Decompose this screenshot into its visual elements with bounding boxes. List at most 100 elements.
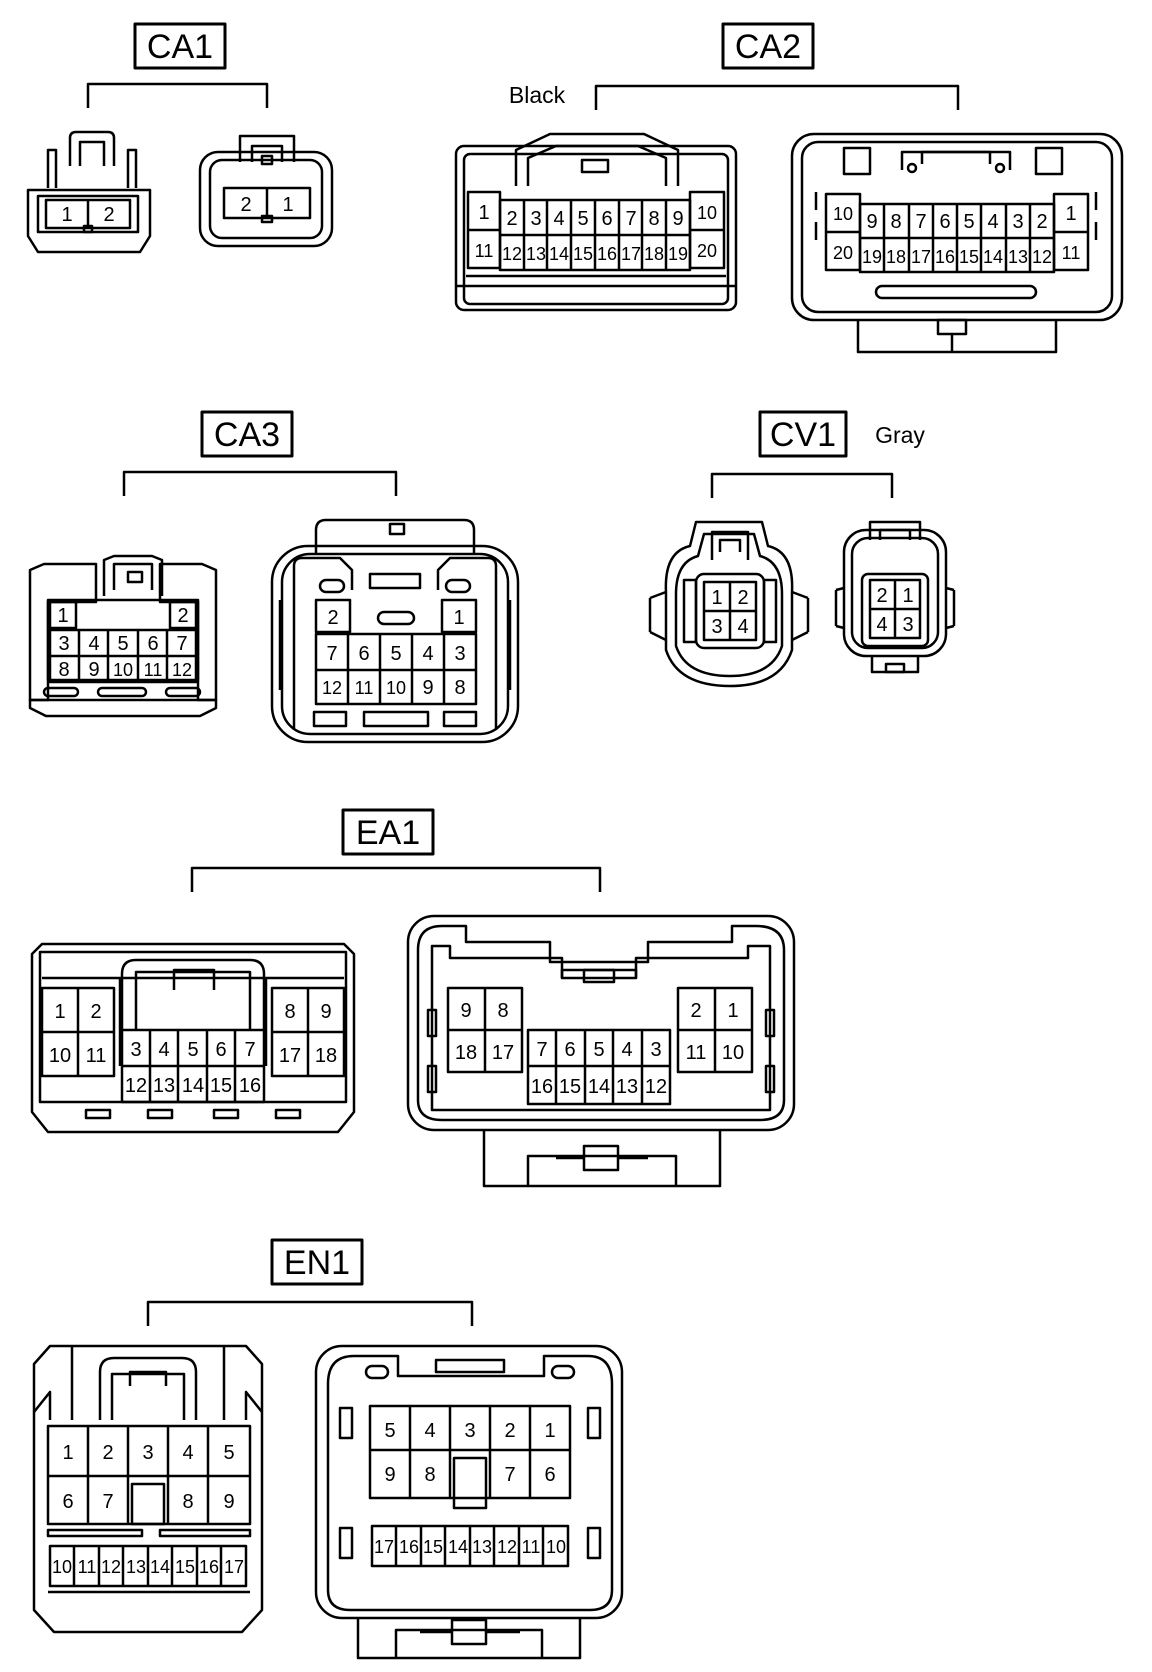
connector-cv1: CV1 Gray 1 2 3 4 — [648, 410, 956, 688]
pin-label: 1 — [61, 204, 72, 226]
connector-tag-box — [200, 410, 294, 458]
pin-label: 7 — [244, 1039, 255, 1061]
pin-label: 18 — [315, 1045, 337, 1067]
pin-label: 19 — [862, 247, 882, 267]
pin-label: 1 — [57, 605, 68, 627]
connector-tag-box — [270, 1238, 364, 1286]
female-connector: 2 1 — [198, 134, 334, 248]
pin-label: 9 — [384, 1464, 395, 1486]
pin-label: 11 — [522, 1537, 541, 1557]
pin-label: 11 — [355, 678, 374, 698]
pin-label: 8 — [284, 1001, 295, 1023]
pin-label: 4 — [424, 1420, 435, 1442]
pin-label: 2 — [876, 585, 887, 607]
male-connector: 1 2 3 4 5 6 7 8 9 10 11 12 13 14 15 16 1… — [32, 1344, 264, 1634]
pin-label: 11 — [78, 1557, 97, 1577]
pin-label: 13 — [126, 1557, 146, 1577]
pin-label: 8 — [424, 1464, 435, 1486]
pin-label: 10 — [52, 1557, 72, 1577]
pin-label: 1 — [544, 1420, 555, 1442]
pin-label: 16 — [399, 1537, 419, 1557]
pin-label: 7 — [102, 1491, 113, 1513]
female-connector: 5 4 3 2 1 9 8 7 6 17 16 15 14 13 12 11 1… — [314, 1344, 624, 1660]
pin-label: 5 — [223, 1442, 234, 1464]
pin-label: 18 — [886, 247, 906, 267]
pin-label: 10 — [697, 203, 717, 223]
pin-label: 4 — [737, 616, 748, 638]
pin-label: 2 — [177, 605, 188, 627]
pin-label: 2 — [506, 208, 517, 230]
pin-label: 14 — [983, 247, 1003, 267]
pin-label: 2 — [1036, 211, 1047, 233]
pin-label: 5 — [384, 1420, 395, 1442]
pin-label: 1 — [62, 1442, 73, 1464]
pin-label: 15 — [959, 247, 979, 267]
pin-label: 10 — [722, 1042, 744, 1064]
pin-label: 3 — [464, 1420, 475, 1442]
pin-label: 7 — [176, 633, 187, 655]
pin-label: 12 — [497, 1537, 517, 1557]
pin-label: 15 — [175, 1557, 195, 1577]
pin-label: 5 — [187, 1039, 198, 1061]
connector-tag-box — [758, 410, 848, 458]
pin-label: 2 — [90, 1001, 101, 1023]
pin-label: 2 — [504, 1420, 515, 1442]
male-connector: 1 2 3 4 — [648, 520, 810, 688]
connector-color-note: Black — [509, 82, 566, 108]
pin-label: 2 — [737, 587, 748, 609]
pin-label: 13 — [153, 1075, 175, 1097]
pin-label: 6 — [601, 208, 612, 230]
pin-label: 1 — [1065, 203, 1076, 225]
male-connector: 1 2 3 4 5 6 7 8 9 10 11 12 — [28, 554, 218, 718]
connector-tag: EA1 — [356, 814, 420, 852]
pin-label: 8 — [58, 659, 69, 681]
connector-en1: EN1 — [32, 1238, 624, 1660]
pin-label: 13 — [472, 1537, 492, 1557]
pin-label: 6 — [544, 1464, 555, 1486]
pin-label: 4 — [621, 1039, 632, 1061]
connector-ca2: CA2 Black 1 11 2 3 — [454, 22, 1124, 354]
pin-label: 10 — [833, 204, 853, 224]
pin-label: 20 — [833, 243, 853, 263]
male-connector: 1 2 10 11 8 9 17 18 3 4 5 6 7 12 13 14 1… — [30, 942, 356, 1134]
pin-label: 2 — [102, 1442, 113, 1464]
pin-label: 13 — [616, 1076, 638, 1098]
pin-label: 3 — [142, 1442, 153, 1464]
female-connector: 10 20 9 8 7 6 5 4 3 2 19 18 17 16 15 14 … — [790, 132, 1124, 354]
pin-label: 15 — [210, 1075, 232, 1097]
connector-tag-box — [721, 22, 815, 70]
male-connector: 1 2 — [26, 130, 152, 254]
pin-label: 17 — [374, 1537, 394, 1557]
connector-tag: EN1 — [284, 1244, 350, 1282]
pin-label: 8 — [890, 211, 901, 233]
pin-label: 19 — [668, 244, 688, 264]
pin-label: 12 — [1032, 247, 1052, 267]
pin-label: 12 — [172, 660, 192, 680]
connector-tag-box — [341, 808, 435, 856]
pin-label: 12 — [125, 1075, 147, 1097]
pin-label: 5 — [963, 211, 974, 233]
pin-label: 6 — [147, 633, 158, 655]
pin-label: 8 — [497, 1000, 508, 1022]
female-connector: 2 1 4 3 — [834, 520, 956, 674]
pin-label: 5 — [593, 1039, 604, 1061]
pin-label: 17 — [224, 1557, 244, 1577]
pin-label: 12 — [322, 678, 342, 698]
pin-label: 17 — [911, 247, 931, 267]
pin-label: 12 — [645, 1076, 667, 1098]
connector-tag: CA2 — [735, 28, 801, 66]
pin-label: 14 — [182, 1075, 204, 1097]
pin-label: 14 — [588, 1076, 610, 1098]
pin-label: 7 — [625, 208, 636, 230]
pin-label: 2 — [240, 194, 251, 216]
pin-label: 20 — [697, 241, 717, 261]
pin-label: 18 — [644, 244, 664, 264]
pin-label: 9 — [88, 659, 99, 681]
pin-label: 9 — [223, 1491, 234, 1513]
pin-label: 1 — [478, 202, 489, 224]
group-bracket — [86, 82, 269, 108]
pin-label: 3 — [1012, 211, 1023, 233]
connector-ea1: EA1 1 2 — [30, 808, 796, 1188]
pin-label: 14 — [549, 244, 569, 264]
pin-label: 1 — [54, 1001, 65, 1023]
